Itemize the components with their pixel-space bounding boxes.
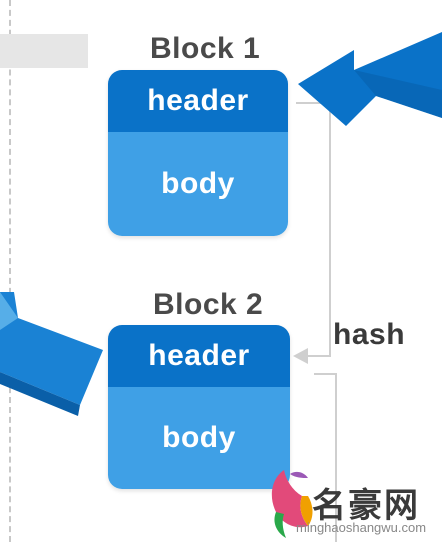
next-link-connector — [314, 373, 337, 542]
incoming-arrow-block1 — [298, 32, 442, 126]
hash-link-arrowhead — [293, 348, 308, 364]
block-2: header body — [108, 325, 290, 489]
hash-link-connector — [296, 102, 331, 357]
block-1: header body — [108, 70, 288, 236]
watermark-url: minghaoshangwu.com — [296, 520, 427, 535]
block-1-title: Block 1 — [150, 32, 261, 65]
outgoing-arrow-left — [0, 292, 103, 416]
block-2-body: body — [108, 387, 290, 489]
block-2-title: Block 2 — [153, 288, 264, 321]
block-2-header: header — [108, 325, 290, 387]
block-1-body: body — [108, 132, 288, 236]
hash-label: hash — [333, 318, 406, 351]
left-dashed-boundary — [9, 0, 11, 542]
top-left-gray-bar — [0, 34, 88, 68]
block-1-header: header — [108, 70, 288, 132]
watermark-name: 名豪网 — [312, 487, 420, 525]
